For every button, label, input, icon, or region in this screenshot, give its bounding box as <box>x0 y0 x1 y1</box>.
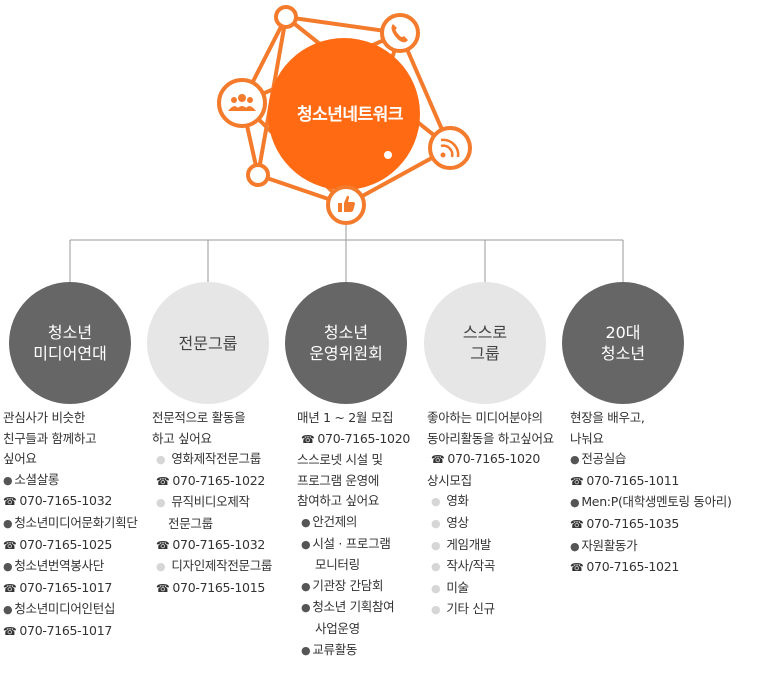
bullet-item: 안건제의 <box>297 512 410 534</box>
phone-number: ☎070-7165-1017 <box>3 578 138 600</box>
phone-number-text: 070-7165-1017 <box>19 622 113 638</box>
description-text: 하고 싶어요 <box>152 430 212 446</box>
bullet-item: Men:P(대학생멘토링 동아리) <box>570 492 732 514</box>
phone-number: ☎070-7165-1020 <box>427 449 554 471</box>
bullet-item: 기관장 간담회 <box>297 576 410 598</box>
description-text: 매년 1 ~ 2월 모집 <box>297 410 394 425</box>
phone-icon <box>380 13 420 53</box>
description-text: 현장을 배우고, <box>570 410 645 425</box>
hub-dot <box>384 151 392 159</box>
description-text: 싶어요 <box>3 451 37 467</box>
group-circle-self-group[interactable]: 스스로 그룹 <box>424 282 546 404</box>
description-text: 나눠요 <box>570 430 604 446</box>
bullet-item: 디자인제작전문그룹 <box>152 556 272 578</box>
bullet-item: 소셜살롱 <box>3 470 138 492</box>
bullet-item: 뮤직비디오제작 <box>152 492 272 514</box>
phone-number: ☎070-7165-1022 <box>152 471 272 493</box>
phone-number-text: 070-7165-1020 <box>317 430 411 446</box>
description-text: 프로그램 운영에 <box>297 472 380 488</box>
phone-number: ☎070-7165-1021 <box>570 557 732 579</box>
phone-number-text: 070-7165-1011 <box>586 472 680 488</box>
phone-icon: ☎ <box>3 624 17 638</box>
bullet-item: 전공실습 <box>570 449 732 471</box>
hub-circle <box>268 38 420 190</box>
phone-icon: ☎ <box>156 474 170 488</box>
bullet-item: 청소년미디어문화기획단 <box>3 513 138 535</box>
bullet-item: 영화제작전문그룹 <box>152 449 272 471</box>
phone-number: ☎070-7165-1017 <box>3 621 138 643</box>
bullet-item: 청소년 기획참여 <box>297 597 410 619</box>
phone-number-text: 070-7165-1017 <box>19 579 113 595</box>
description-text: 관심사가 비슷한 <box>3 410 86 425</box>
description-text: 스스로넷 시설 및 <box>297 452 383 468</box>
thumbs-up-icon <box>326 185 366 225</box>
group-detail-twenties: 현장을 배우고,나눠요전공실습☎070-7165-1011Men:P(대학생멘토… <box>570 408 732 579</box>
group-circle-committee[interactable]: 청소년 운영위원회 <box>285 282 407 404</box>
phone-number: ☎070-7165-1032 <box>3 491 138 513</box>
tree-connector <box>69 220 624 282</box>
bullet-item: 청소년번역봉사단 <box>3 556 138 578</box>
description-text: 참여하고 싶어요 <box>297 493 380 509</box>
bullet-item-continued: 전문그룹 <box>168 515 213 531</box>
phone-icon: ☎ <box>3 495 17 509</box>
group-icon <box>217 78 267 128</box>
phone-number-text: 070-7165-1020 <box>447 451 541 467</box>
group-circle-media-union[interactable]: 청소년 미디어연대 <box>9 282 131 404</box>
description-text: 동아리활동을 하고싶어요 <box>427 430 554 446</box>
phone-number: ☎070-7165-1025 <box>3 535 138 557</box>
description-text: 전문적으로 활동을 <box>152 410 246 425</box>
bullet-item: 영상 <box>427 513 554 535</box>
phone-number: ☎070-7165-1020 <box>297 429 410 451</box>
phone-icon: ☎ <box>301 432 315 446</box>
phone-number-text: 070-7165-1035 <box>586 515 680 531</box>
description-text: 친구들과 함께하고 <box>3 430 97 446</box>
bullet-item: 작사/작곡 <box>427 556 554 578</box>
phone-number-text: 070-7165-1032 <box>172 536 266 552</box>
bullet-item: 기타 신규 <box>427 599 554 621</box>
phone-icon: ☎ <box>570 517 584 531</box>
phone-number-text: 070-7165-1032 <box>19 493 113 509</box>
phone-icon: ☎ <box>570 474 584 488</box>
phone-icon: ☎ <box>431 453 445 467</box>
phone-number: ☎070-7165-1015 <box>152 578 272 600</box>
phone-number-text: 070-7165-1021 <box>586 559 680 575</box>
bullet-item-continued: 사업운영 <box>315 620 360 636</box>
bullet-item: 미술 <box>427 578 554 600</box>
hub-title: 청소년네트워크 <box>297 105 403 125</box>
phone-number-text: 070-7165-1025 <box>19 536 113 552</box>
phone-number-text: 070-7165-1015 <box>172 579 266 595</box>
description-text: 상시모집 <box>427 472 472 488</box>
bullet-item-continued: 모니터링 <box>315 557 360 573</box>
bullet-item: 교류활동 <box>297 640 410 662</box>
network-node <box>246 163 270 187</box>
phone-number: ☎070-7165-1032 <box>152 535 272 557</box>
phone-icon: ☎ <box>156 538 170 552</box>
network-node <box>274 5 298 29</box>
bullet-item: 시설 · 프로그램 <box>297 534 410 556</box>
phone-number: ☎070-7165-1035 <box>570 514 732 536</box>
phone-icon: ☎ <box>156 581 170 595</box>
bullet-item: 게임개발 <box>427 535 554 557</box>
phone-number: ☎070-7165-1011 <box>570 471 732 493</box>
description-text: 좋아하는 미디어분야의 <box>427 410 543 425</box>
phone-icon: ☎ <box>3 581 17 595</box>
bullet-item: 청소년미디어인턴십 <box>3 599 138 621</box>
phone-icon: ☎ <box>570 561 584 575</box>
bullet-item: 영화 <box>427 491 554 513</box>
group-circle-twenties[interactable]: 20대 청소년 <box>562 282 684 404</box>
bullet-item: 자원활동가 <box>570 536 732 558</box>
group-circle-expert[interactable]: 전문그룹 <box>147 282 269 404</box>
phone-icon: ☎ <box>3 538 17 552</box>
phone-number-text: 070-7165-1022 <box>172 472 266 488</box>
wifi-icon <box>428 126 472 170</box>
